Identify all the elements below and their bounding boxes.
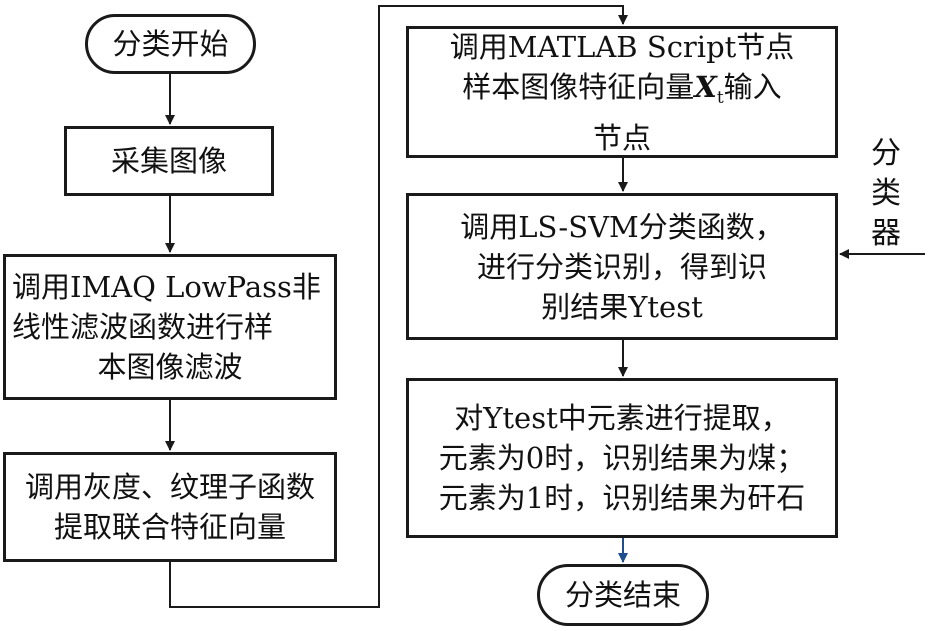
svm-line-2: 进行分类识别，得到识: [476, 249, 767, 284]
start-terminal: 分类开始: [85, 14, 256, 74]
filter-line-2: 线性滤波函数进行样: [12, 310, 274, 344]
matlab-line-2-prefix: 样本图像特征向量: [462, 69, 695, 104]
start-label: 分类开始: [112, 27, 229, 61]
extract-line-3: 元素为1时，识别结果为矸石: [438, 481, 806, 515]
ls-svm-box: 调用LS-SVM分类函数， 进行分类识别，得到识 别结果Ytest: [406, 193, 838, 340]
matlab-line-2: 样本图像特征向量Xt输入: [462, 67, 781, 118]
connector-features-to-matlab: [169, 5, 628, 608]
matlab-script-box: 调用MATLAB Script节点 样本图像特征向量Xt输入 节点: [406, 26, 838, 158]
feature-vector-symbol: X: [694, 69, 717, 104]
svm-line-3: 别结果Ytest: [541, 289, 703, 324]
acquire-image-box: 采集图像: [64, 126, 274, 196]
extract-line-2: 元素为0时，识别结果为煤；: [438, 441, 806, 475]
features-line-2: 提取联合特征向量: [53, 510, 286, 544]
classifier-char-2: 类: [871, 176, 901, 211]
result-extraction-box: 对Ytest中元素进行提取， 元素为0时，识别结果为煤； 元素为1时，识别结果为…: [406, 378, 838, 538]
extract-line-1: 对Ytest中元素进行提取，: [454, 401, 790, 435]
matlab-line-3: 节点: [592, 120, 651, 155]
matlab-line-2-suffix: 输入: [723, 69, 782, 104]
filter-line-1: 调用IMAQ LowPass非: [12, 270, 321, 304]
end-label: 分类结束: [564, 578, 681, 612]
features-line-1: 调用灰度、纹理子函数: [24, 470, 315, 504]
classifier-input-label: 分 类 器: [864, 134, 908, 254]
feature-extraction-box: 调用灰度、纹理子函数 提取联合特征向量: [3, 452, 337, 562]
classifier-char-3: 器: [871, 216, 901, 251]
svm-line-1: 调用LS-SVM分类函数，: [460, 209, 784, 244]
matlab-line-1: 调用MATLAB Script节点: [449, 29, 795, 64]
acquire-image-label: 采集图像: [110, 144, 227, 178]
lowpass-filter-box: 调用IMAQ LowPass非 线性滤波函数进行样 本图像滤波: [3, 254, 337, 400]
filter-line-3: 本图像滤波: [97, 350, 243, 384]
end-terminal: 分类结束: [537, 564, 709, 626]
classifier-char-1: 分: [871, 136, 901, 171]
feature-vector-subscript: t: [716, 87, 724, 108]
